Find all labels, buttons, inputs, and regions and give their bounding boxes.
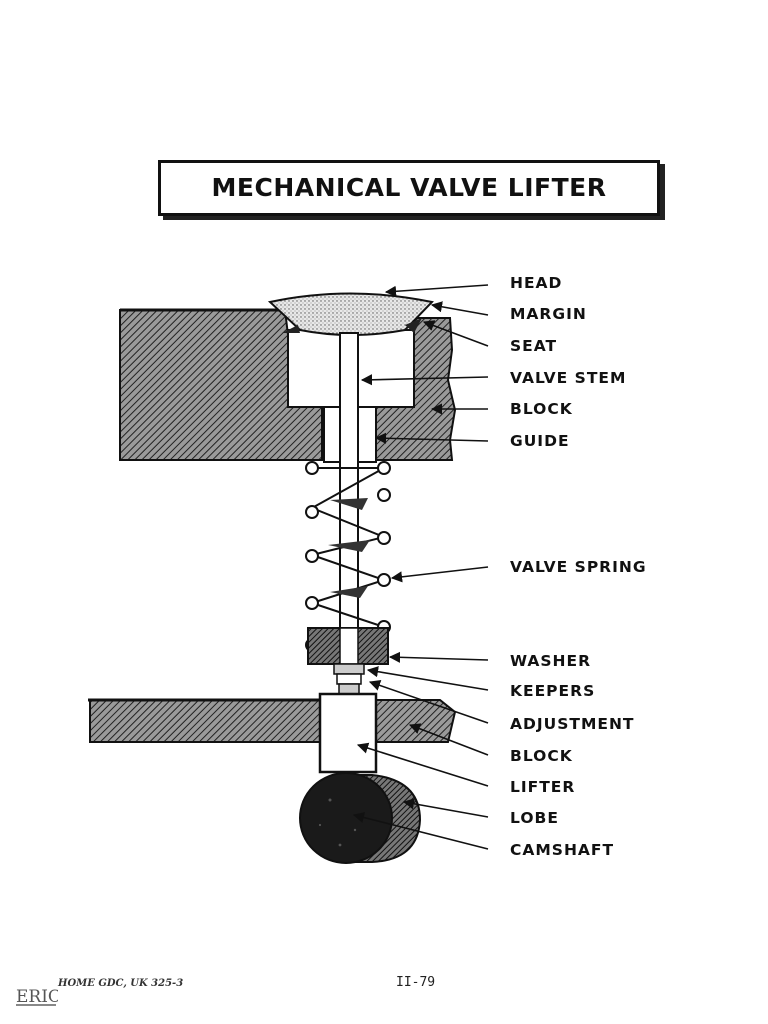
- leader-camshaft: [352, 812, 489, 850]
- label-keepers: KEEPERS: [510, 682, 596, 700]
- camshaft-lobe: [299, 772, 422, 864]
- label-camshaft: CAMSHAFT: [510, 841, 615, 859]
- lower-block: [88, 698, 457, 743]
- leader-head: [384, 284, 489, 297]
- title-box: MECHANICAL VALVE LIFTER: [158, 160, 660, 216]
- leader-lines: [352, 284, 489, 850]
- lifter-body: [318, 692, 378, 774]
- svg-text:ERIC: ERIC: [16, 987, 58, 1007]
- leader-lifter: [356, 742, 489, 787]
- label-lifter: LIFTER: [510, 778, 576, 796]
- leader-adjustment: [368, 680, 489, 724]
- leader-valve-stem: [360, 374, 489, 386]
- label-valve-stem: VALVE STEM: [510, 369, 627, 387]
- upper-block: [119, 308, 457, 461]
- leader-guide: [374, 432, 489, 444]
- leader-seat: [422, 320, 489, 347]
- leader-keepers: [366, 666, 489, 691]
- label-margin: MARGIN: [510, 305, 587, 323]
- label-head: HEAD: [510, 274, 563, 292]
- valve-spring: [305, 461, 391, 652]
- label-valve-spring: VALVE SPRING: [510, 558, 647, 576]
- label-block-upper: BLOCK: [510, 400, 573, 418]
- valve-head: [267, 292, 434, 336]
- page-number: II-79: [396, 975, 436, 990]
- keepers: [333, 663, 365, 695]
- leader-block-lower: [408, 723, 489, 756]
- leader-margin: [430, 301, 489, 316]
- eric-logo: ERIC: [16, 987, 58, 1007]
- label-block-lower: BLOCK: [510, 747, 573, 765]
- label-guide: GUIDE: [510, 432, 570, 450]
- label-adjustment: ADJUSTMENT: [510, 715, 635, 733]
- footer-code: HOME GDC, UK 325-3: [58, 978, 184, 989]
- label-lobe: LOBE: [510, 809, 559, 827]
- spring-washer: [307, 627, 389, 665]
- leader-washer: [388, 651, 489, 663]
- diagram-title: MECHANICAL VALVE LIFTER: [211, 173, 607, 202]
- label-washer: WASHER: [510, 652, 592, 670]
- leader-lobe: [402, 798, 489, 818]
- leader-valve-spring: [390, 566, 489, 583]
- label-seat: SEAT: [510, 337, 558, 355]
